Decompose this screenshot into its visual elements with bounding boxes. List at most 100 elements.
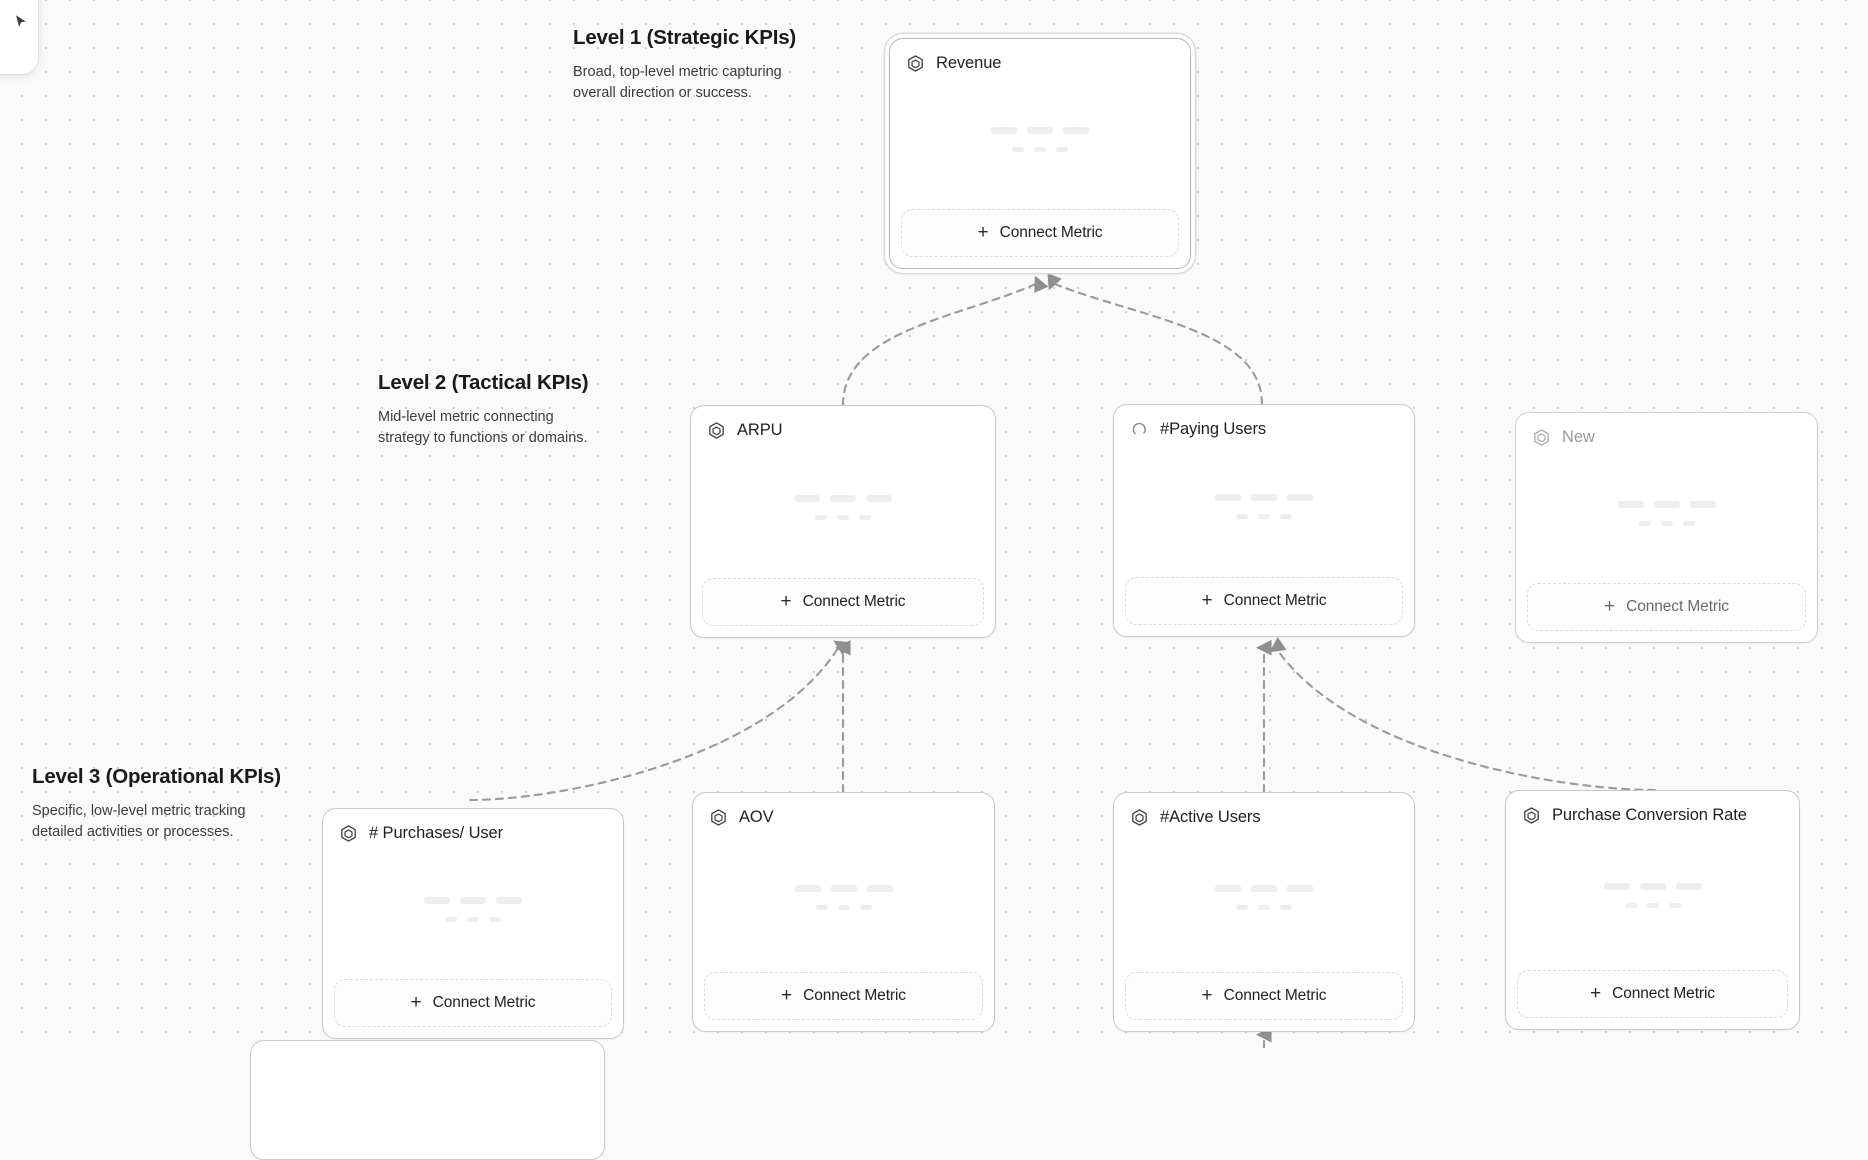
level-2-desc-line-1: Mid-level metric connecting bbox=[378, 408, 554, 425]
plus-icon: + bbox=[781, 985, 793, 1006]
card-title-paying-users: #Paying Users bbox=[1160, 420, 1266, 439]
edge-paying-users-to-revenue bbox=[1047, 273, 1264, 406]
skeleton-bar bbox=[1280, 513, 1292, 519]
skeleton-bar bbox=[1034, 146, 1046, 152]
edge-conversion-to-paying-users bbox=[1269, 637, 1657, 792]
skeleton-bar bbox=[1668, 903, 1681, 908]
skeleton-row-primary bbox=[424, 896, 522, 904]
card-header-paying-users: #Paying Users bbox=[1114, 405, 1414, 439]
plus-icon: + bbox=[410, 992, 422, 1013]
card-header-new: New bbox=[1516, 413, 1817, 447]
metric-card-aov[interactable]: AOV + Connect Metric bbox=[692, 792, 995, 1032]
skeleton-row-secondary bbox=[1638, 520, 1695, 526]
skeleton-bar bbox=[1251, 885, 1277, 892]
connect-metric-button-purchase-conversion-rate[interactable]: + Connect Metric bbox=[1517, 970, 1788, 1018]
skeleton-bar bbox=[1215, 885, 1241, 892]
skeleton-bar bbox=[1012, 146, 1024, 152]
skeleton-bar bbox=[1063, 126, 1089, 134]
metric-card-purchase-conversion-rate[interactable]: Purchase Conversion Rate + Connect Metri… bbox=[1505, 790, 1800, 1030]
skeleton-bar bbox=[991, 126, 1017, 134]
hexagon-metric-icon bbox=[1132, 809, 1147, 826]
card-body-placeholder-arpu bbox=[691, 440, 995, 578]
skeleton-bar bbox=[1287, 885, 1313, 892]
skeleton-bar bbox=[1624, 903, 1637, 908]
skeleton-row-primary bbox=[1215, 885, 1313, 892]
skeleton-bar bbox=[1236, 905, 1248, 910]
card-title-revenue: Revenue bbox=[936, 54, 1002, 73]
skeleton-row-primary bbox=[1215, 493, 1313, 501]
connect-metric-button-aov[interactable]: + Connect Metric bbox=[704, 972, 983, 1020]
card-title-aov: AOV bbox=[739, 808, 774, 827]
skeleton-bar bbox=[1258, 905, 1270, 910]
skeleton-bar bbox=[815, 905, 828, 910]
card-header-aov: AOV bbox=[693, 793, 994, 827]
skeleton-bar bbox=[1682, 520, 1695, 526]
skeleton-bar bbox=[1287, 493, 1313, 501]
card-header-purchases-per-user: # Purchases/ User bbox=[323, 809, 623, 843]
plus-icon: + bbox=[1590, 983, 1602, 1004]
connect-metric-label: Connect Metric bbox=[1223, 987, 1327, 1004]
card-body-placeholder-purchases-per-user bbox=[323, 843, 623, 979]
card-title-arpu: ARPU bbox=[737, 421, 783, 440]
hexagon-metric-icon bbox=[341, 825, 356, 842]
edge-purchases-to-arpu bbox=[468, 640, 851, 802]
connect-metric-button-paying-users[interactable]: + Connect Metric bbox=[1125, 577, 1403, 625]
skeleton-bar bbox=[1056, 146, 1068, 152]
connect-metric-button-purchases-per-user[interactable]: + Connect Metric bbox=[334, 979, 612, 1027]
card-header-revenue: Revenue bbox=[890, 39, 1190, 73]
skeleton-bar bbox=[1639, 883, 1666, 890]
plus-icon: + bbox=[977, 222, 989, 243]
skeleton-bar bbox=[1280, 905, 1292, 910]
skeleton-bar bbox=[859, 905, 872, 910]
connect-metric-button-new[interactable]: + Connect Metric bbox=[1527, 583, 1806, 631]
card-body-placeholder-aov bbox=[693, 827, 994, 972]
metric-card-offscreen-bottom[interactable] bbox=[250, 1040, 605, 1160]
card-header-arpu: ARPU bbox=[691, 406, 995, 440]
plus-icon: + bbox=[1201, 985, 1213, 1006]
spinner-loading-icon bbox=[1132, 422, 1146, 435]
level-3-desc-line-2: detailed activities or processes. bbox=[32, 823, 234, 840]
level-2-description: Mid-level metric connecting strategy to … bbox=[378, 407, 588, 449]
metric-card-active-users[interactable]: #Active Users + Connect Metric bbox=[1113, 792, 1415, 1032]
card-title-new: New bbox=[1562, 428, 1595, 447]
skeleton-bar bbox=[424, 896, 450, 904]
skeleton-row-primary bbox=[794, 885, 893, 892]
skeleton-row-secondary bbox=[445, 916, 501, 922]
level-1-desc-line-2: overall direction or success. bbox=[573, 84, 752, 101]
skeleton-row-secondary bbox=[815, 514, 871, 520]
card-body-placeholder-active-users bbox=[1114, 827, 1414, 972]
level-1-desc-line-1: Broad, top-level metric capturing bbox=[573, 63, 782, 80]
skeleton-bar bbox=[866, 885, 893, 892]
metric-card-purchases-per-user[interactable]: # Purchases/ User + Connect Metric bbox=[322, 808, 624, 1039]
connect-metric-label: Connect Metric bbox=[803, 987, 906, 1004]
metric-card-new[interactable]: New + Connect Metric bbox=[1515, 412, 1818, 643]
skeleton-bar bbox=[837, 514, 849, 520]
card-title-purchases-per-user: # Purchases/ User bbox=[369, 824, 504, 843]
metric-card-revenue[interactable]: Revenue + Connect Metric bbox=[889, 38, 1191, 269]
connect-metric-button-arpu[interactable]: + Connect Metric bbox=[702, 578, 984, 626]
skeleton-bar bbox=[837, 905, 850, 910]
skeleton-bar bbox=[489, 916, 501, 922]
cursor-icon[interactable] bbox=[12, 13, 30, 31]
skeleton-bar bbox=[1638, 520, 1651, 526]
metric-card-arpu[interactable]: ARPU + Connect Metric bbox=[690, 405, 996, 638]
skeleton-bar bbox=[815, 514, 827, 520]
skeleton-row-secondary bbox=[1236, 513, 1292, 519]
connect-metric-button-active-users[interactable]: + Connect Metric bbox=[1125, 972, 1403, 1020]
card-body-placeholder-new bbox=[1516, 447, 1817, 583]
skeleton-bar bbox=[1258, 513, 1270, 519]
card-body-placeholder-revenue bbox=[890, 73, 1190, 209]
level-2-title: Level 2 (Tactical KPIs) bbox=[378, 371, 589, 394]
metric-card-paying-users[interactable]: #Paying Users + Connect Metric bbox=[1113, 404, 1415, 637]
floating-toolbar-panel[interactable] bbox=[0, 0, 38, 74]
level-3-title: Level 3 (Operational KPIs) bbox=[32, 765, 281, 788]
connect-metric-button-revenue[interactable]: + Connect Metric bbox=[901, 209, 1179, 257]
skeleton-row-primary bbox=[991, 126, 1089, 134]
skeleton-bar bbox=[1251, 493, 1277, 501]
skeleton-bar bbox=[866, 494, 892, 502]
plus-icon: + bbox=[1201, 590, 1213, 611]
card-title-active-users: #Active Users bbox=[1160, 808, 1261, 827]
skeleton-bar bbox=[1646, 903, 1659, 908]
level-3-description: Specific, low-level metric tracking deta… bbox=[32, 801, 281, 843]
